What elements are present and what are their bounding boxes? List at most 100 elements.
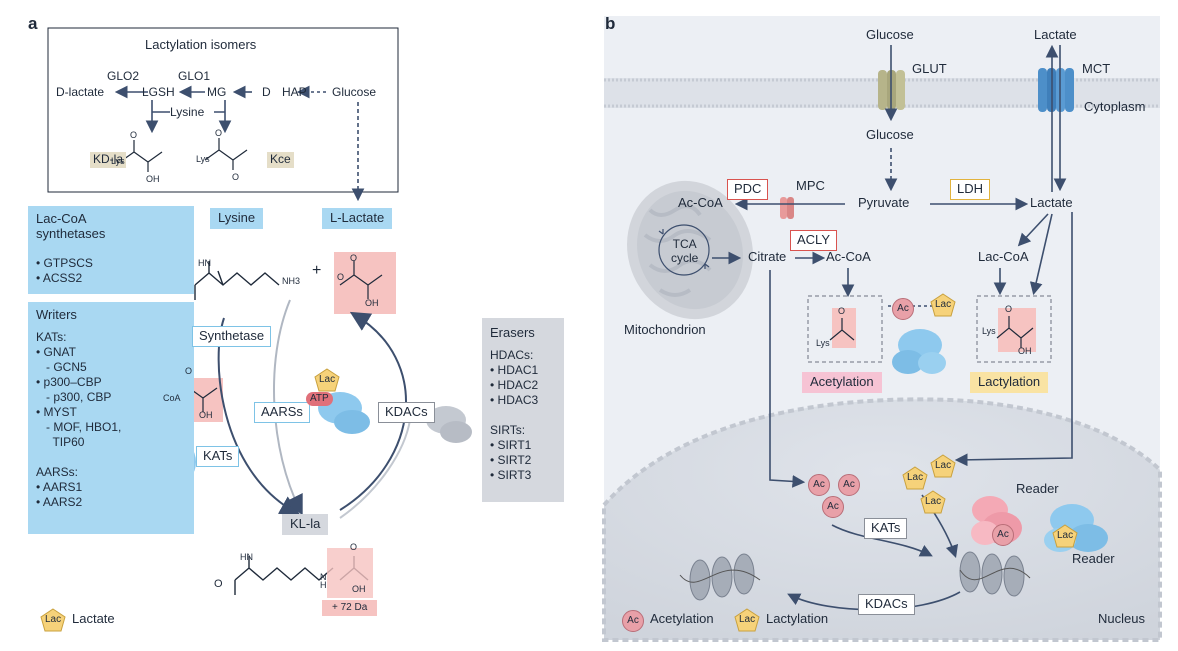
lys-label-1: Lys [111, 156, 125, 166]
coa-label: CoA [163, 393, 181, 403]
oh-label-1: OH [146, 174, 160, 184]
atp-label: ATP [306, 392, 333, 406]
pyruvate-label: Pyruvate [858, 195, 910, 210]
mct-transporter [1038, 68, 1074, 112]
tca-cycle-label: TCA cycle [671, 237, 699, 265]
writers-list: KATs: • GNAT - GCN5 • p300–CBP - p300, C… [36, 330, 122, 509]
lysine-box: Lysine [210, 208, 264, 229]
pdc-tag: PDC [727, 179, 769, 200]
l-lactate-box: L-Lactate [322, 208, 393, 229]
isomers-lysine-label: Lysine [170, 105, 205, 120]
mitochondrion-shape [627, 180, 753, 320]
erasers-list: HDACs: • HDAC1 • HDAC2 • HDAC3 SIRTs: • … [490, 348, 539, 482]
lactate-skeleton [339, 261, 383, 299]
reader-2-lac-label: Lac [1057, 530, 1074, 541]
kats-label-b: KATs [864, 518, 908, 539]
nucleus-label: Nucleus [1098, 611, 1145, 626]
writers-title: Writers [36, 307, 77, 322]
mpc-label: MPC [796, 178, 825, 193]
n-label: N [320, 572, 327, 582]
mpc-transporter [780, 197, 794, 219]
o-b-label: O [1005, 304, 1013, 314]
o5-label: O [350, 542, 358, 552]
plus-72-da-tag: + 72 Da [322, 600, 378, 616]
writers-box [28, 302, 194, 534]
lac-hex-a-label: Lac [319, 374, 336, 385]
ac-circle-writer: Ac [892, 298, 914, 320]
kl-la-tag: KL-la [282, 514, 329, 535]
kce-skeleton [204, 138, 248, 170]
o-a-label: O [838, 306, 846, 316]
ldh-tag: LDH [950, 179, 991, 200]
glucose-top-label: Glucose [866, 27, 914, 42]
ac-coa-label-1: Ac-CoA [678, 195, 723, 210]
d-lactate-label: D-lactate [56, 85, 105, 99]
reader-1-label: Reader [1016, 481, 1059, 496]
nh3-label: NH3 [282, 276, 301, 286]
lactate-mid-label: Lactate [1030, 195, 1073, 210]
o4-label: O [214, 578, 223, 590]
mg-label: MG [207, 85, 227, 99]
lys-label-2: Lys [196, 154, 210, 164]
kd-la-skeleton [119, 140, 163, 172]
isomers-title: Lactylation isomers [145, 37, 257, 52]
legend-lactate-label: Lactate [72, 611, 115, 626]
lac-hex-1-label: Lac [907, 472, 924, 483]
synthetase-label: Synthetase [192, 326, 272, 347]
oh2-label: OH [352, 584, 366, 594]
lac-hex-1: Lac [902, 466, 928, 490]
coa-o-label: O [185, 366, 193, 376]
kdacs-label-b: KDACs [858, 594, 915, 615]
lac-hex-2: Lac [930, 454, 956, 478]
acetyl-skeleton [829, 318, 855, 341]
legend-lac-hex-b-label: Lac [739, 614, 756, 625]
panel-a-letter: a [28, 14, 38, 33]
acly-tag: ACLY [790, 230, 837, 251]
legend-acetylation-label: Acetylation [650, 611, 714, 626]
kd-la-tag: KD-la [90, 152, 127, 168]
acetylation-structure-box [807, 295, 883, 363]
glo2-label: GLO2 [107, 69, 140, 83]
lactylation-tag: Lactylation [970, 372, 1049, 393]
aarss-label: AARSs [254, 402, 310, 423]
h-label: H [320, 580, 327, 590]
glucose-label-a: Glucose [332, 85, 377, 99]
lac-hex-2-label: Lac [935, 460, 952, 471]
lactate-top-label: Lactate [1034, 27, 1077, 42]
kl-la-skeleton [234, 556, 369, 595]
glucose-mid-label: Glucose [866, 127, 914, 142]
citrate-label: Citrate [748, 249, 787, 264]
lys-a-label: Lys [816, 338, 830, 348]
cytoplasm-label: Cytoplasm [1084, 99, 1146, 114]
o-label-2: O [215, 128, 223, 138]
hn2-label: HN [240, 552, 253, 562]
ac-circle-2: Ac [838, 474, 860, 496]
acetylation-tag: Acetylation [802, 372, 882, 393]
reader-1-ac: Ac [992, 524, 1014, 546]
o-label-3: O [232, 172, 240, 182]
dna-strand [679, 567, 1031, 583]
legend-lac-hex-a: Lac [40, 608, 66, 632]
lac-coa-synthetases-box [28, 206, 194, 294]
lac-hex-3: Lac [920, 490, 946, 514]
legend-lac-hex-b: Lac [734, 608, 760, 632]
reader-2-lac: Lac [1052, 524, 1078, 548]
panel-b-letter: b [605, 14, 616, 33]
lysine-skeleton [194, 261, 280, 300]
reader-2-label: Reader [1072, 551, 1115, 566]
glut-label: GLUT [912, 61, 947, 76]
mitochondrion-label: Mitochondrion [624, 322, 706, 337]
oh-b-label: OH [1018, 346, 1032, 356]
legend-ac-circle: Ac [622, 610, 644, 632]
oh-lactate-label: OH [365, 298, 379, 308]
erasers-title: Erasers [490, 325, 535, 340]
nucleosomes-left [689, 553, 755, 601]
legend-lac-hex-a-label: Lac [45, 614, 62, 625]
writer-protein [892, 329, 946, 374]
tca-cycle-circle [658, 224, 710, 276]
legend-lactylation-label: Lactylation [766, 611, 829, 626]
lactyl-skeleton [996, 316, 1034, 348]
kdacs-label-a: KDACs [378, 402, 435, 423]
lac-coa-label: Lac-CoA [978, 249, 1029, 264]
